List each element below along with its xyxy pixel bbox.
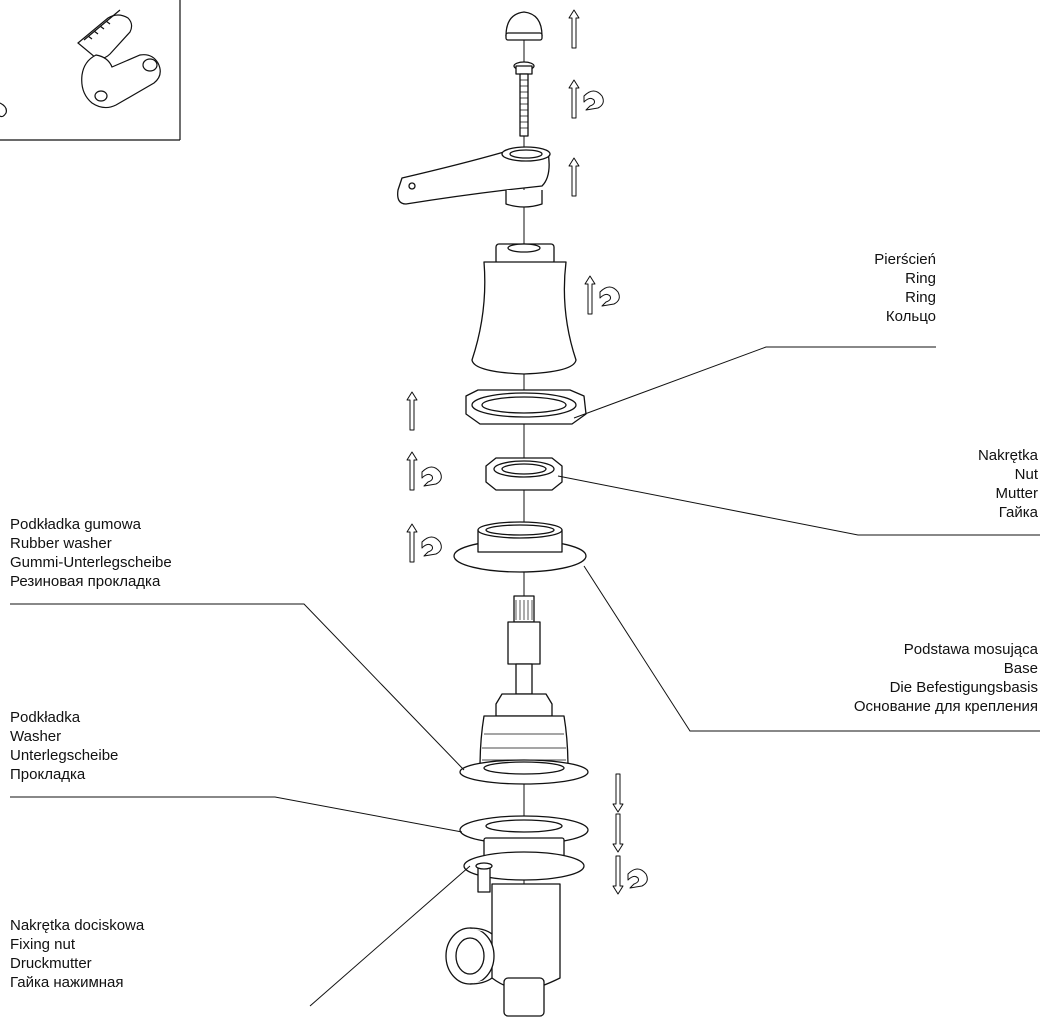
label-nut-pl: Nakrętka xyxy=(977,447,1038,464)
label-rubber-washer-ru: Резиновая прокладка xyxy=(10,573,161,590)
unscrew-arrow-icon xyxy=(406,451,442,491)
label-nut-de: Mutter xyxy=(995,485,1038,502)
leader-rubber-washer xyxy=(10,603,465,771)
label-ring-pl: Pierścień xyxy=(874,251,936,268)
label-rubber-washer-pl: Podkładka gumowa xyxy=(10,516,141,533)
screw-arrow-icon xyxy=(612,855,648,895)
down-arrow-icon xyxy=(612,813,624,853)
label-ring: Pierścień Ring Ring Кольцо xyxy=(874,250,936,326)
unscrew-arrow-icon xyxy=(406,523,442,563)
unscrew-arrow-icon xyxy=(584,275,620,315)
leader-lines xyxy=(10,346,1040,1007)
lever-handle xyxy=(397,146,551,208)
cap-button xyxy=(505,11,543,41)
label-washer-ru: Прокладка xyxy=(10,766,86,783)
label-washer: Podkładka Washer Unterlegscheibe Проклад… xyxy=(10,708,118,784)
label-base-pl: Podstawa mosująca xyxy=(903,641,1038,658)
label-fixing-nut-ru: Гайка нажимная xyxy=(10,974,124,991)
label-washer-de: Unterlegscheibe xyxy=(10,747,119,764)
label-fixing-nut: Nakrętka dociskowa Fixing nut Druckmutte… xyxy=(10,916,144,992)
cartridge-spindle xyxy=(479,595,569,769)
leader-fixing-nut xyxy=(309,865,471,1007)
direction-arrows xyxy=(406,9,648,895)
detail-inset xyxy=(0,0,181,141)
label-nut: Nakrętka Nut Mutter Гайка xyxy=(978,446,1038,522)
label-base-de: Die Befestigungsbasis xyxy=(889,679,1038,696)
rubber-washer-part xyxy=(459,759,589,785)
screw xyxy=(513,61,535,137)
up-arrow-icon xyxy=(406,391,418,431)
label-nut-ru: Гайка xyxy=(998,504,1038,521)
nut-part xyxy=(485,457,563,491)
leader-ring xyxy=(573,346,936,419)
label-ring-en: Ring xyxy=(905,270,936,287)
inset-partial-part xyxy=(0,102,7,118)
leader-washer xyxy=(10,796,463,833)
washer-part xyxy=(459,815,589,845)
label-base: Podstawa mosująca Base Die Befestigungsb… xyxy=(854,640,1038,716)
label-rubber-washer-de: Gummi-Unterlegscheibe xyxy=(10,554,172,571)
handle-adapter-icon xyxy=(77,9,161,109)
down-arrow-icon xyxy=(612,773,624,813)
label-rubber-washer: Podkładka gumowa Rubber washer Gummi-Unt… xyxy=(10,515,172,591)
label-fixing-nut-en: Fixing nut xyxy=(10,936,76,953)
label-nut-en: Nut xyxy=(1014,466,1038,483)
label-ring-de: Ring xyxy=(905,289,936,306)
label-rubber-washer-en: Rubber washer xyxy=(10,535,112,552)
label-washer-pl: Podkładka xyxy=(10,709,81,726)
leader-base xyxy=(583,565,1040,732)
up-arrow-icon xyxy=(568,157,580,197)
leader-nut xyxy=(557,475,1040,536)
fixing-nut-part xyxy=(463,837,585,893)
label-ring-ru: Кольцо xyxy=(885,308,936,325)
label-base-en: Base xyxy=(1003,660,1038,677)
mounting-base xyxy=(453,521,587,573)
up-arrow-icon xyxy=(568,9,580,49)
sleeve-cover xyxy=(471,243,577,375)
label-fixing-nut-de: Druckmutter xyxy=(10,955,92,972)
ring-part xyxy=(465,389,587,425)
unscrew-arrow-icon xyxy=(568,79,604,119)
label-base-ru: Основание для крепления xyxy=(853,698,1038,715)
label-washer-en: Washer xyxy=(10,728,62,745)
label-fixing-nut-pl: Nakrętka dociskowa xyxy=(10,917,145,934)
valve-body xyxy=(445,883,561,1017)
